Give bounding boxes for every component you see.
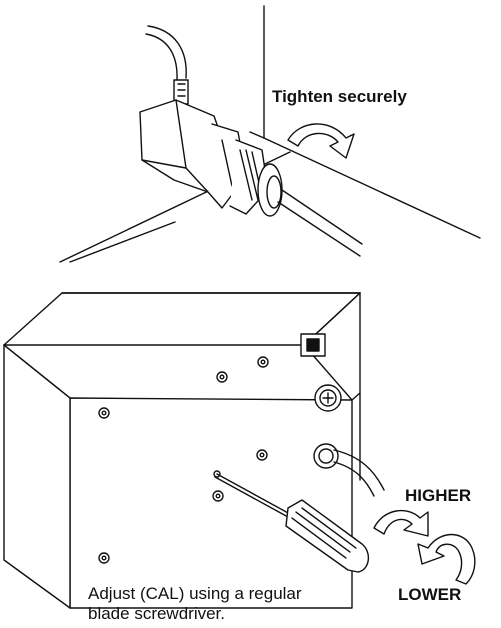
lower-arrow-icon bbox=[417, 533, 476, 585]
higher-arrow-icon bbox=[373, 509, 429, 537]
lower-label: LOWER bbox=[398, 585, 462, 604]
fuse-holder-icon bbox=[314, 384, 342, 412]
power-switch-icon bbox=[300, 333, 326, 357]
wall-corner bbox=[59, 5, 481, 263]
box-cable-gland bbox=[313, 443, 385, 497]
control-box bbox=[3, 292, 361, 609]
sensor-cable bbox=[145, 25, 187, 81]
caption: Adjust (CAL) using a regular blade screw… bbox=[88, 584, 388, 623]
screw-icons bbox=[98, 356, 269, 564]
screwdriver-icon bbox=[214, 473, 369, 573]
caption-line-2: blade screwdriver. bbox=[88, 603, 226, 623]
caption-line-1: Adjust (CAL) using a regular bbox=[88, 584, 302, 603]
tighten-label: Tighten securely bbox=[272, 87, 407, 106]
higher-label: HIGHER bbox=[405, 486, 472, 505]
tighten-arrow-icon bbox=[287, 123, 355, 159]
cable-gland-fitting bbox=[139, 79, 363, 257]
